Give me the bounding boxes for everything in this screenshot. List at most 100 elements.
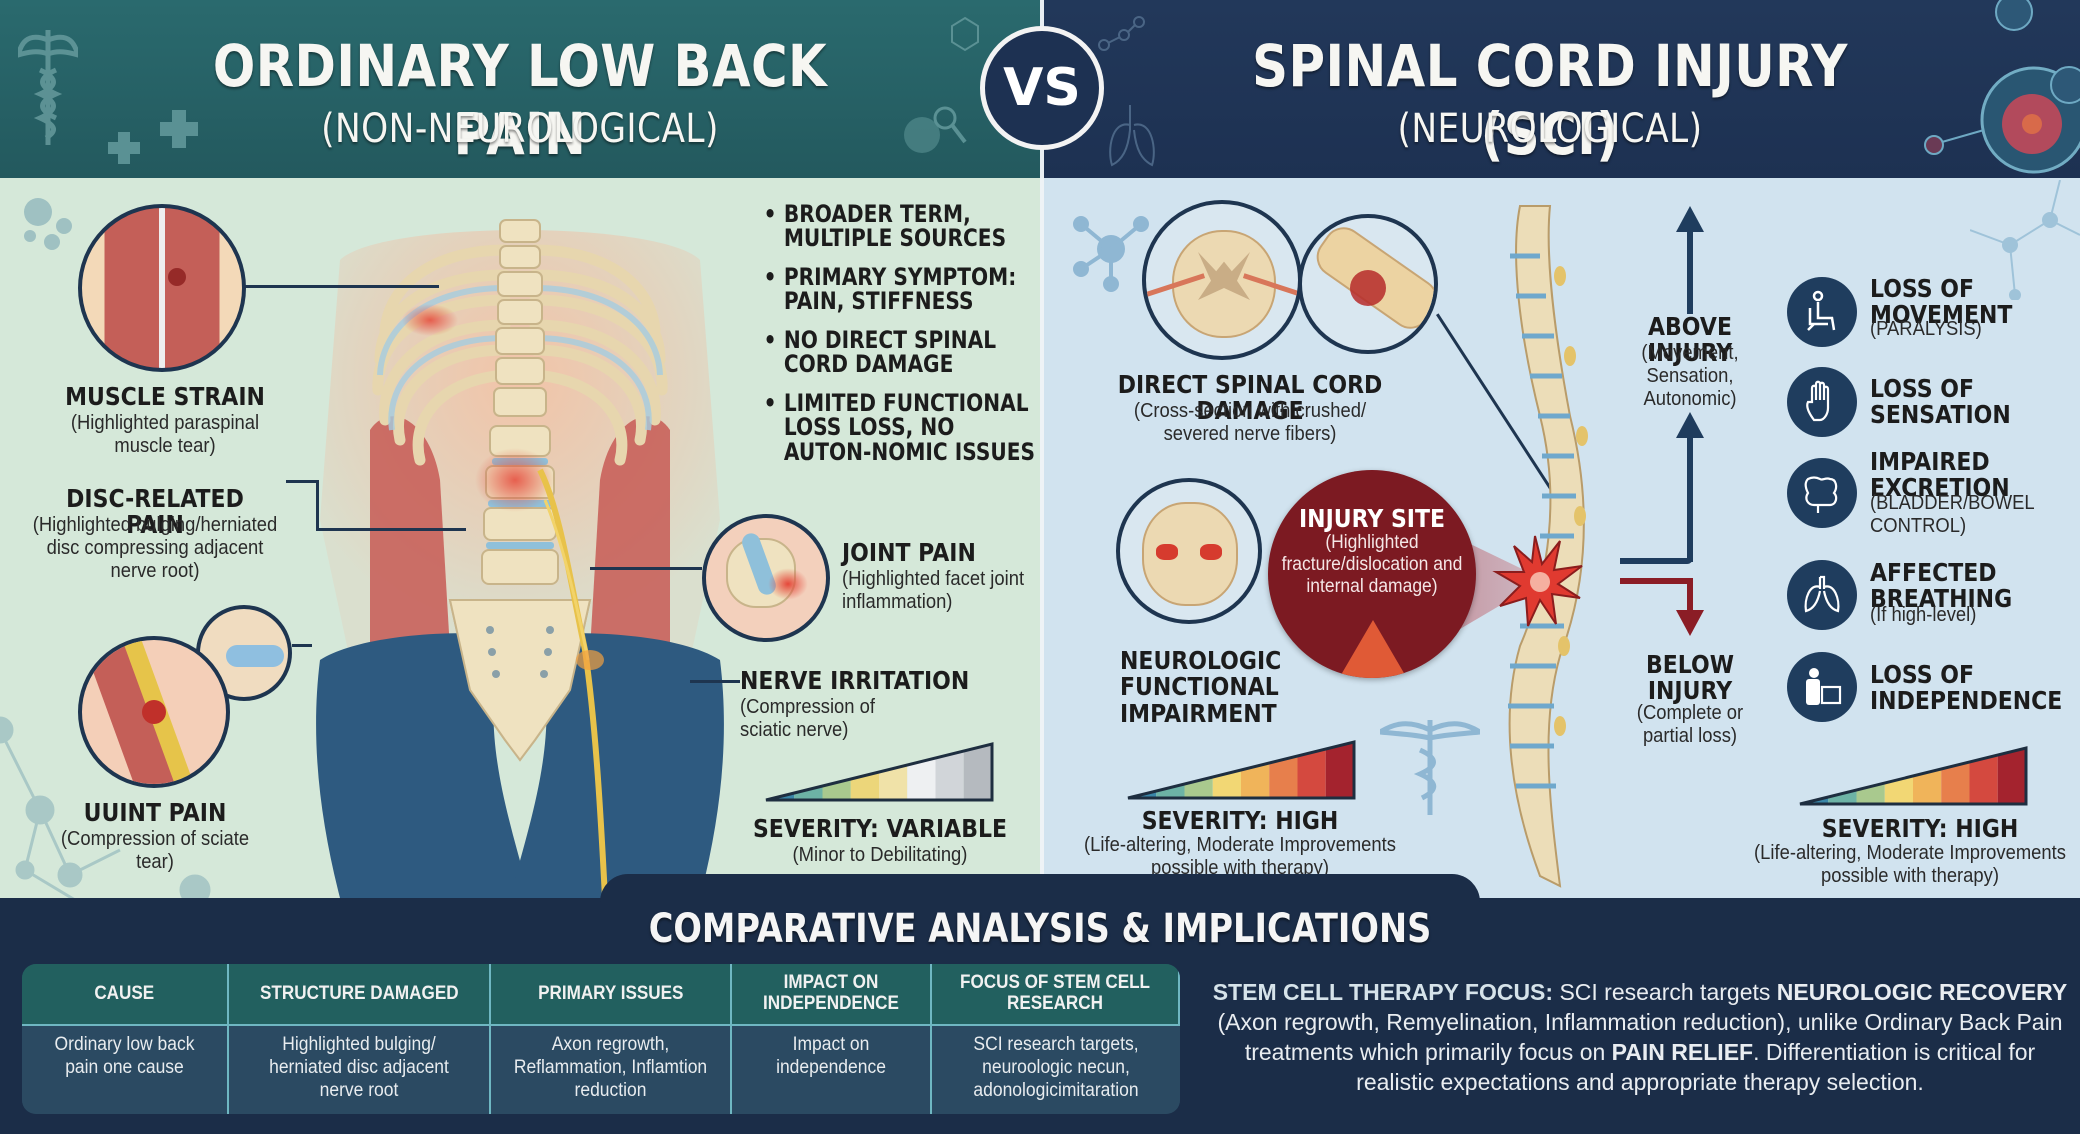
severity-high-title: SEVERITY: HIGH [1821,814,2019,843]
severity-high-desc: (Life-altering, Moderate Improvements po… [1084,834,1396,879]
stem-focus-highlight: NEUROLOGIC RECOVERY [1776,979,2068,1005]
up-arrow-icon [1676,412,1704,438]
impairment-title: NEUROLOGIC FUNCTIONAL IMPAIRMENT [1120,646,1282,728]
inflammation-mark [142,700,166,724]
severity-segment [963,744,992,800]
lungs-icon [1787,560,1857,630]
stem-focus-lead: STEM CELL THERAPY FOCUS: [1212,979,1554,1005]
panel-divider [1040,178,1044,898]
direct-damage-title: DIRECT SPINAL CORD DAMAGE [1117,370,1383,426]
low-back-pain-facts: BROADER TERM, MULTIPLE SOURCES PRIMARY S… [762,202,1042,478]
nerve-irritation-desc: (Compression of sciatic nerve) [740,696,875,741]
severity-high-title: SEVERITY: HIGH [1141,806,1339,835]
sciatic-tear-zoom [78,636,230,788]
severity-segment [1913,769,1942,804]
severity-segment [1997,748,2026,804]
herniated-disc [226,645,284,667]
table-header: FOCUS OF STEM CELL RESEARCH [932,964,1180,1026]
left-header [0,0,1040,178]
right-header [1044,0,2080,178]
vs-badge: VS [980,26,1104,150]
hand-icon [1787,367,1857,437]
below-injury-title: BELOW INJURY [1646,650,1734,706]
vs-label: VS [1003,58,1081,118]
above-injury-desc: (Movement, Sensation, Autonomic) [1641,342,1739,410]
facet-joint-zoom [702,514,830,642]
severity-segment [1969,755,1998,804]
spine-illustration [1492,205,1588,888]
fact-item: LIMITED FUNCTIONAL LOSS LOSS, NO AUTON-N… [762,391,1039,465]
severity-segment [1269,756,1298,798]
down-arrow-icon [1676,610,1704,636]
molecule-icon [1073,216,1149,292]
above-injury-title: ABOVE INJURY [1647,312,1733,368]
severity-variable-title: SEVERITY: VARIABLE [752,814,1008,843]
severity-outline [1127,740,1356,800]
tear-mark [168,268,186,286]
caregiver-icon [1787,652,1857,722]
severity-segment [1325,742,1354,798]
severity-segment [907,758,936,800]
table-cell: Highlighted bulging/ herniated disc adja… [229,1026,491,1114]
injury-site-title: INJURY SITE [1298,504,1446,533]
severity-variable-desc: (Minor to Debilitating) [792,844,968,866]
lesion-mark [1156,544,1178,560]
stem-focus-text: (Axon regrowth, Remyelination, Inflammat… [1217,1008,2063,1065]
severity-segment [1941,762,1970,804]
comparison-title-tab [600,874,1480,934]
severity-segment [794,786,823,800]
leader-line [690,680,740,683]
severity-outline [765,742,994,802]
table-header: PRIMARY ISSUES [491,964,732,1026]
leader-line [292,644,312,647]
fracture-mark [1338,620,1408,678]
spinal-cord-cross-section [1142,200,1302,360]
left-subtitle: (NON-NEUROLOGICAL) [321,106,719,152]
comparison-title: COMPARATIVE ANALYSIS & IMPLICATIONS [648,906,1432,952]
direct-damage-desc: (Cross-section with crushed/ severed ner… [1133,400,1367,445]
right-subtitle: (NEUROLOGICAL) [1397,106,1703,152]
arrow-branch [1620,578,1693,584]
lesion-mark [1200,544,1222,560]
disc-pain-title: DISC-RELATED PAIN [66,484,244,540]
table-header: CAUSE [22,964,229,1026]
table-cell: Ordinary low back pain one cause [22,1026,229,1114]
comparison-table: CAUSE STRUCTURE DAMAGED PRIMARY ISSUES I… [22,964,1180,1114]
muscle-strain-title: MUSCLE STRAIN [65,382,265,411]
impaired-cord-cross-section [1116,478,1262,624]
left-title: ORDINARY LOW BACK PAIN [212,32,828,168]
nerve-irritation-title: NERVE IRRITATION [740,666,970,695]
fact-item: PRIMARY SYMPTOM: PAIN, STIFFNESS [762,265,1039,314]
molecule-icon [24,198,72,250]
effect-title: IMPAIRED EXCRETION [1870,447,2010,503]
lungs-icon [1109,105,1155,167]
severity-segment [935,751,964,800]
uuint-pain-desc: (Compression of sciate tear) [60,828,250,873]
injury-site-badge [1268,470,1476,678]
severity-segment [1828,790,1857,804]
table-cell: Axon regrowth, Reflammation, Inflamtion … [491,1026,732,1114]
injury-site-desc: (Highlighted fracture/dislocation and in… [1281,532,1463,597]
uuint-pain-title: UUINT PAIN [83,798,227,827]
caduceus-icon [1380,720,1480,815]
wheelchair-icon [1787,277,1857,347]
effect-title: LOSS OF INDEPENDENCE [1870,660,2063,716]
severity-segment [1156,784,1185,798]
severity-segment [1241,763,1270,798]
crush-mark [1350,270,1386,306]
fact-item: NO DIRECT SPINAL CORD DAMAGE [762,328,1039,377]
severity-scale-variable [765,742,994,802]
arrow-branch [1620,558,1693,564]
magnifier-icon [904,106,967,153]
leader-line [316,528,466,531]
up-arrow-icon [1676,206,1704,232]
molecule-icon [1098,16,1145,51]
molecule-decoration [1970,180,2080,300]
molecule-icon [951,16,979,52]
molecule-decoration [0,716,211,898]
muscle-strain-zoom [78,204,246,372]
effect-title: AFFECTED BREATHING [1870,558,2013,614]
leader-line [316,480,319,530]
severity-high-desc: (Life-altering, Moderate Improvements po… [1754,842,2066,887]
arrow-shaft [1687,230,1693,314]
